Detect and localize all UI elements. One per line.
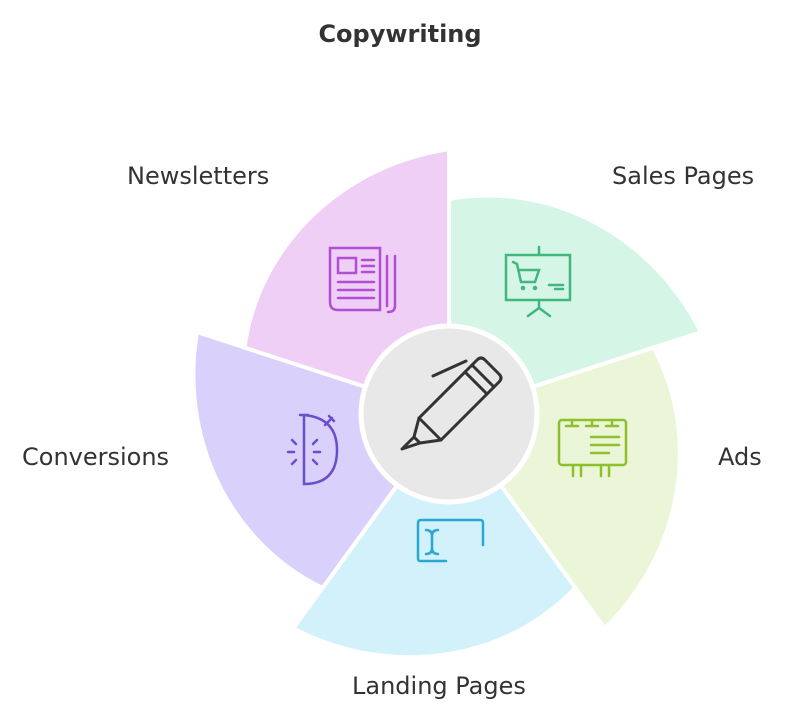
segment-landing-pages — [290, 410, 579, 660]
newspaper-icon — [328, 246, 397, 314]
label-conversions: Conversions — [22, 443, 170, 471]
text-cursor-box-icon — [416, 518, 485, 563]
pen-icon — [400, 356, 503, 451]
label-ads: Ads — [718, 443, 762, 471]
diagram-title: Copywriting — [318, 20, 482, 48]
center-circle — [358, 323, 540, 505]
billboard-icon — [557, 418, 628, 478]
label-newsletters: Newsletters — [127, 162, 270, 190]
presentation-cart-icon — [504, 245, 572, 318]
stopwatch-icon — [286, 413, 339, 486]
label-landing-pages: Landing Pages — [352, 672, 526, 700]
label-sales-pages: Sales Pages — [612, 162, 755, 190]
